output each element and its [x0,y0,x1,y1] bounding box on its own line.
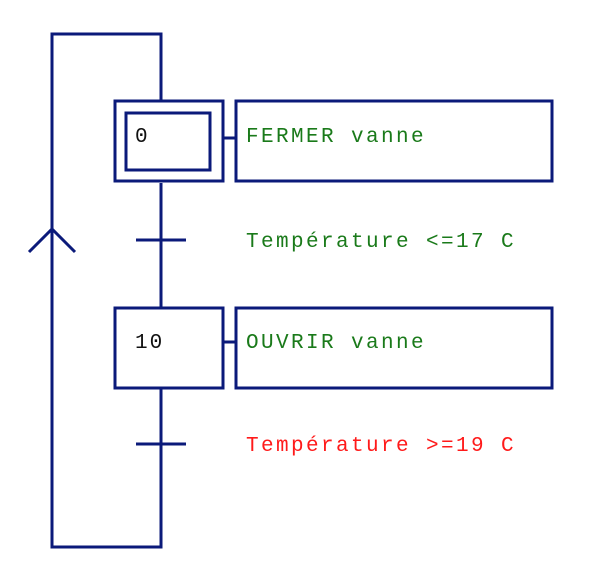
step-0-inner-box [124,111,212,172]
step-10-box [113,306,225,390]
loopback-link [50,32,163,549]
transition-1-condition: Température <=17 C [246,231,516,254]
step-10-number: 10 [135,332,164,355]
transition-2-condition: Température >=19 C [246,435,516,458]
up-arrow-icon [27,226,77,254]
transition-2[interactable]: Température >=19 C [136,435,516,458]
step-10[interactable]: 10 [113,306,225,390]
transition-1[interactable]: Température <=17 C [136,231,516,254]
action-0-label: FERMER vanne [246,126,426,149]
action-10-box [234,306,554,390]
action-0-box [234,99,554,183]
step-0-outer-box [113,99,225,183]
step-0-number: 0 [135,126,150,149]
action-10-label: OUVRIR vanne [246,332,426,355]
action-step-10: OUVRIR vanne [223,306,554,390]
step-0[interactable]: 0 [113,99,225,183]
action-step-0: FERMER vanne [223,99,554,183]
